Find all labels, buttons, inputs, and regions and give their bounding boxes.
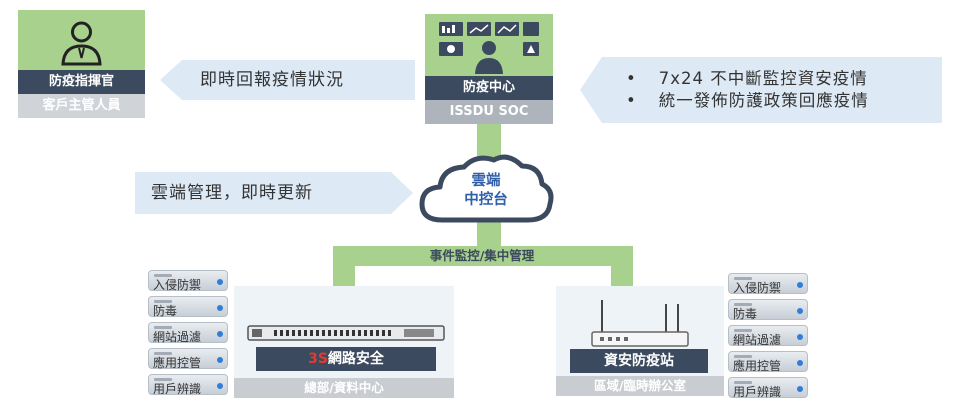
rack-server-icon (247, 325, 445, 341)
right-feature-tile: 入侵防禦 (728, 273, 808, 295)
management-bar: 事件監控/集中管理 (333, 246, 631, 266)
left-feature-tile: 網站過濾 (148, 322, 228, 344)
right-feature-tile: 防毒 (728, 299, 808, 321)
status-dot-icon (797, 282, 803, 288)
left-feature-tile: 防毒 (148, 296, 228, 318)
right-feature-tile: 網站過濾 (728, 325, 808, 347)
branch-location: 區域/臨時辦公室 (556, 376, 724, 396)
left-feature-tile: 用戶辨識 (148, 374, 228, 396)
left-feature-tile: 入侵防禦 (148, 270, 228, 292)
feature-label: 用戶辨識 (153, 382, 202, 396)
status-dot-icon (797, 308, 803, 314)
commander-subtitle: 客戶主管人員 (18, 94, 145, 118)
monitor-wall-icon (439, 22, 539, 74)
status-dot-icon (217, 383, 223, 389)
soc-point: 7x24 不中斷監控資安疫情 (626, 68, 942, 90)
cloud-label-line2: 中控台 (464, 192, 508, 208)
feature-label: 防毒 (153, 304, 178, 318)
status-dot-icon (797, 386, 803, 392)
cloud-icon (412, 150, 560, 232)
feature-label: 入侵防禦 (733, 281, 782, 295)
status-dot-icon (797, 334, 803, 340)
status-dot-icon (217, 279, 223, 285)
feature-label: 應用控管 (733, 359, 782, 373)
status-dot-icon (797, 360, 803, 366)
cloud-label-line1: 雲端 (471, 173, 501, 189)
branch-device-label: 資安防疫站 (570, 349, 708, 373)
right-feature-tile: 應用控管 (728, 351, 808, 373)
soc-card-top (425, 14, 553, 76)
cloud-banner: 雲端管理，即時更新 (135, 172, 413, 214)
commander-card-top (18, 10, 145, 70)
soc-point: 統一發佈防護政策回應疫情 (626, 90, 942, 112)
soc-points-banner: 7x24 不中斷監控資安疫情 統一發佈防護政策回應疫情 (580, 57, 942, 123)
soc-subtitle: ISSDU SOC (425, 100, 553, 124)
status-dot-icon (217, 331, 223, 337)
soc-title: 防疫中心 (425, 76, 553, 100)
left-feature-tile: 應用控管 (148, 348, 228, 370)
feature-label: 入侵防禦 (153, 278, 202, 292)
feature-label: 防毒 (733, 307, 758, 321)
hq-brand-prefix: 3S (308, 351, 328, 367)
user-icon (61, 21, 102, 66)
hq-location: 總部/資料中心 (234, 378, 454, 398)
feature-label: 網站過濾 (733, 333, 782, 347)
status-dot-icon (217, 305, 223, 311)
feature-label: 網站過濾 (153, 330, 202, 344)
cloud-label: 雲端 中控台 (412, 172, 560, 210)
report-banner: 即時回報疫情狀況 (160, 60, 415, 100)
hq-brand-name: 網路安全 (327, 351, 384, 367)
router-icon (591, 300, 689, 347)
hq-device-label: 3S網路安全 (256, 347, 436, 371)
feature-label: 用戶辨識 (733, 385, 782, 399)
feature-label: 應用控管 (153, 356, 202, 370)
commander-title: 防疫指揮官 (18, 70, 145, 94)
status-dot-icon (217, 357, 223, 363)
right-feature-tile: 用戶辨識 (728, 377, 808, 399)
connector-cloud-bar (477, 222, 501, 248)
